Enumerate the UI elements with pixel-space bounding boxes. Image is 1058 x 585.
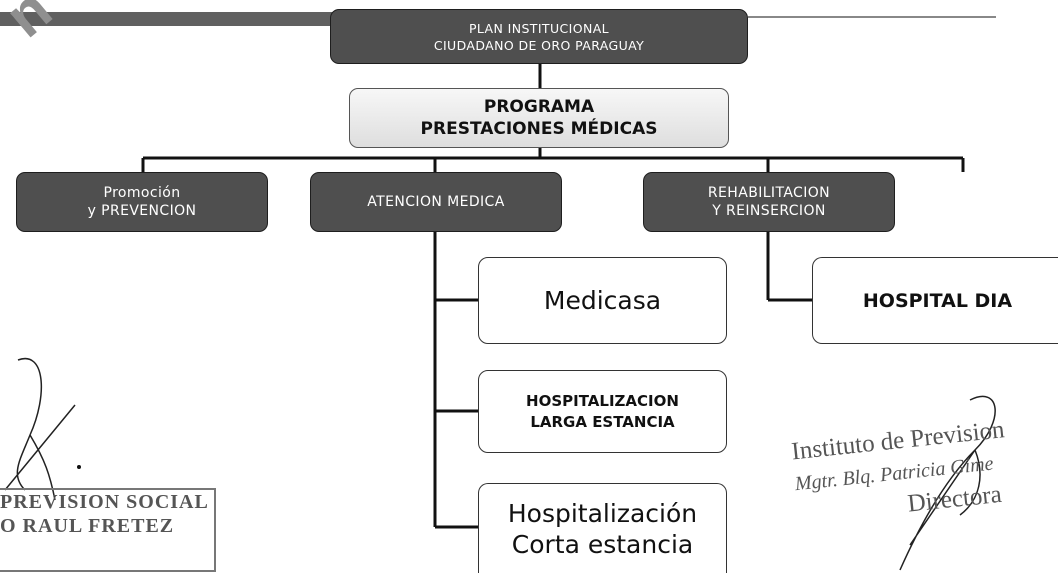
node-programa: PROGRAMA PRESTACIONES MÉDICAS <box>349 88 729 148</box>
node-atencion-medica: ATENCION MEDICA <box>310 172 562 232</box>
node-medicasa: Medicasa <box>478 257 727 344</box>
node-hospital-dia: HOSPITAL DIA <box>812 257 1058 344</box>
node-plan-institucional: PLAN INSTITUCIONAL CIUDADANO DE ORO PARA… <box>330 9 748 64</box>
node-hospitalizacion-corta: Hospitalización Corta estancia <box>478 483 727 573</box>
stamp-line: O RAUL FRETEZ <box>0 515 175 537</box>
node-line: HOSPITAL DIA <box>862 289 1013 312</box>
node-line: Y REINSERCION <box>712 203 826 219</box>
dot-mark <box>77 465 81 469</box>
stamp-line: PREVISION SOCIAL <box>0 491 209 513</box>
header-line <box>748 16 996 18</box>
stamp-left: PREVISION SOCIAL O RAUL FRETEZ <box>0 488 216 572</box>
node-line: REHABILITACION <box>707 185 831 201</box>
header-bar <box>0 12 335 26</box>
node-line: y PREVENCION <box>87 203 197 219</box>
node-line: PROGRAMA <box>483 97 595 117</box>
org-chart: n C.A PLAN INSTITUCIONAL CIUDADANO DE OR… <box>0 0 1058 573</box>
node-promocion-prevencion: Promoción y PREVENCION <box>16 172 268 232</box>
node-line: Hospitalización <box>507 498 698 528</box>
node-line: LARGA ESTANCIA <box>530 412 675 431</box>
node-line: PRESTACIONES MÉDICAS <box>420 119 658 139</box>
node-hospitalizacion-larga: HOSPITALIZACION LARGA ESTANCIA <box>478 370 727 453</box>
node-line: Medicasa <box>543 286 662 315</box>
node-line: Corta estancia <box>511 529 694 559</box>
node-line: ATENCION MEDICA <box>367 194 505 210</box>
node-line: PLAN INSTITUCIONAL <box>468 20 610 36</box>
signature-left <box>4 357 76 501</box>
connector-lines <box>141 64 965 529</box>
node-rehabilitacion: REHABILITACION Y REINSERCION <box>643 172 895 232</box>
signature-right <box>899 395 996 571</box>
node-line: CIUDADANO DE ORO PARAGUAY <box>433 37 645 53</box>
node-line: HOSPITALIZACION <box>526 391 679 410</box>
node-line: Promoción <box>103 185 181 201</box>
